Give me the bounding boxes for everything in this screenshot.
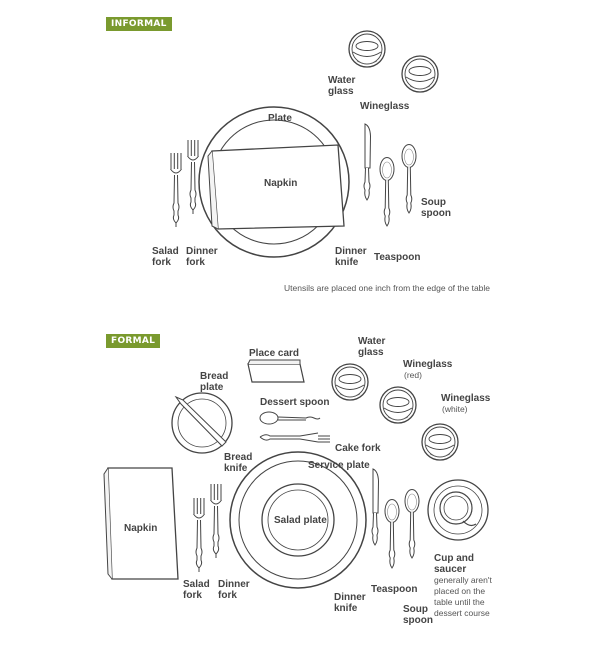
napkin-formal-label: Napkin [124,523,158,534]
soup-spoon-formal-icon [404,489,420,559]
wineglass-red-icon [379,386,417,424]
wineglass-red-note: (red) [404,370,422,380]
formal-setting [103,359,489,589]
soup-spoon-icon [401,144,417,214]
water-glass-icon [348,30,386,68]
cake-fork-icon [259,432,330,443]
dessert-spoon-label: Dessert spoon [260,397,330,408]
dinner-knife-icon [363,123,371,201]
cup-and-saucer-icon [427,479,489,541]
water-glass-formal-icon [331,363,369,401]
salad-plate [261,483,335,557]
salad-fork-formal-icon [193,497,205,573]
napkin-formal [103,467,179,580]
salad-fork-icon [170,152,182,228]
dessert-spoon-icon [259,411,321,425]
teaspoon-formal-icon [384,499,400,569]
wineglass-icon [401,55,439,93]
dinner-knife-formal-icon [371,468,379,546]
salad-plate-label: Salad plate [274,515,327,526]
wineglass-white-icon [421,423,459,461]
wineglass-label: Wineglass [360,101,410,112]
formal-badge: FORMAL [106,334,161,348]
informal-note: Utensils are placed one inch from the ed… [284,283,491,293]
teaspoon-icon [379,157,395,227]
napkin-label: Napkin [264,178,298,189]
teaspoon-label: Teaspoon [374,252,421,263]
dinner-fork-icon [187,139,199,215]
wineglass-white-note: (white) [442,404,468,414]
teaspoon-formal-label: Teaspoon [371,584,418,595]
informal-badge: INFORMAL [106,17,172,31]
bread-plate [171,392,233,454]
place-card [247,359,305,383]
plate-label: Plate [268,113,292,124]
cake-fork-label: Cake fork [335,443,381,454]
informal-setting [170,30,439,258]
wineglass-red-label: Wineglass [403,359,453,370]
dinner-fork-formal-icon [210,483,222,559]
service-plate-label: Service plate [308,460,370,471]
wineglass-white-label: Wineglass [441,393,491,404]
place-card-label: Place card [249,348,300,359]
napkin [207,144,345,230]
